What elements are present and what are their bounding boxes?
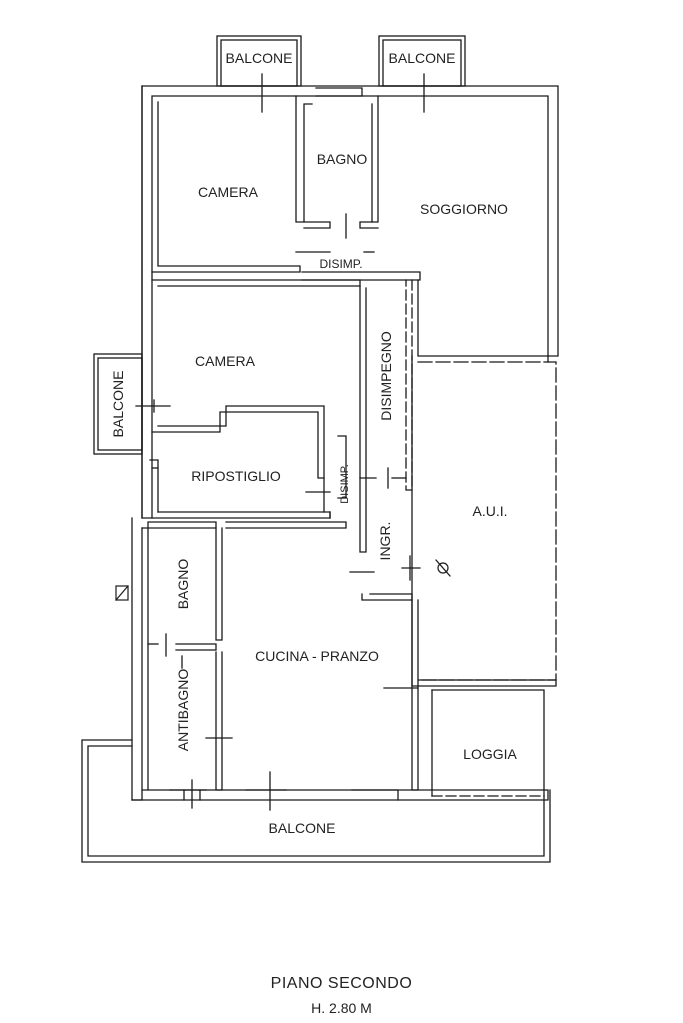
label-ripostiglio: RIPOSTIGLIO [191,468,281,484]
loggia-region [431,689,545,797]
label-bagno-2: BAGNO [175,559,191,610]
interior-walls-middle [151,279,413,601]
label-loggia: LOGGIA [463,746,517,762]
balcony-top-right [378,35,466,87]
balcony-bottom [81,739,551,863]
label-ingr: INGR. [377,522,393,561]
label-balcone-top-left: BALCONE [226,50,293,66]
balcony-left [93,353,143,455]
label-camera-1: CAMERA [198,184,259,200]
label-bagno-1: BAGNO [317,151,368,167]
label-balcone-top-right: BALCONE [389,50,456,66]
ceiling-height: H. 2.80 M [311,1000,372,1016]
label-aui: A.U.I. [472,503,507,519]
label-soggiorno: SOGGIORNO [420,201,508,217]
label-antibagno: ANTIBAGNO [175,669,191,752]
label-disimpegno: DISIMPEGNO [378,331,394,421]
room-labels: BALCONE BALCONE CAMERA BAGNO SOGGIORNO D… [110,50,518,836]
aui-region [411,355,557,687]
outer-walls [131,85,559,801]
utility-symbols [115,559,451,601]
interior-walls-top [151,95,549,357]
label-balcone-bottom: BALCONE [269,820,336,836]
interior-walls-lower [141,521,419,791]
label-disimp-1: DISIMP. [319,257,362,271]
label-disimp-2: DISIMP. [339,464,351,504]
floor-title: PIANO SECONDO [270,975,413,992]
balcony-top-left [216,35,302,87]
label-cucina-pranzo: CUCINA - PRANZO [255,648,379,664]
label-balcone-left: BALCONE [110,371,126,438]
label-camera-2: CAMERA [195,353,256,369]
door-marks [135,73,425,811]
